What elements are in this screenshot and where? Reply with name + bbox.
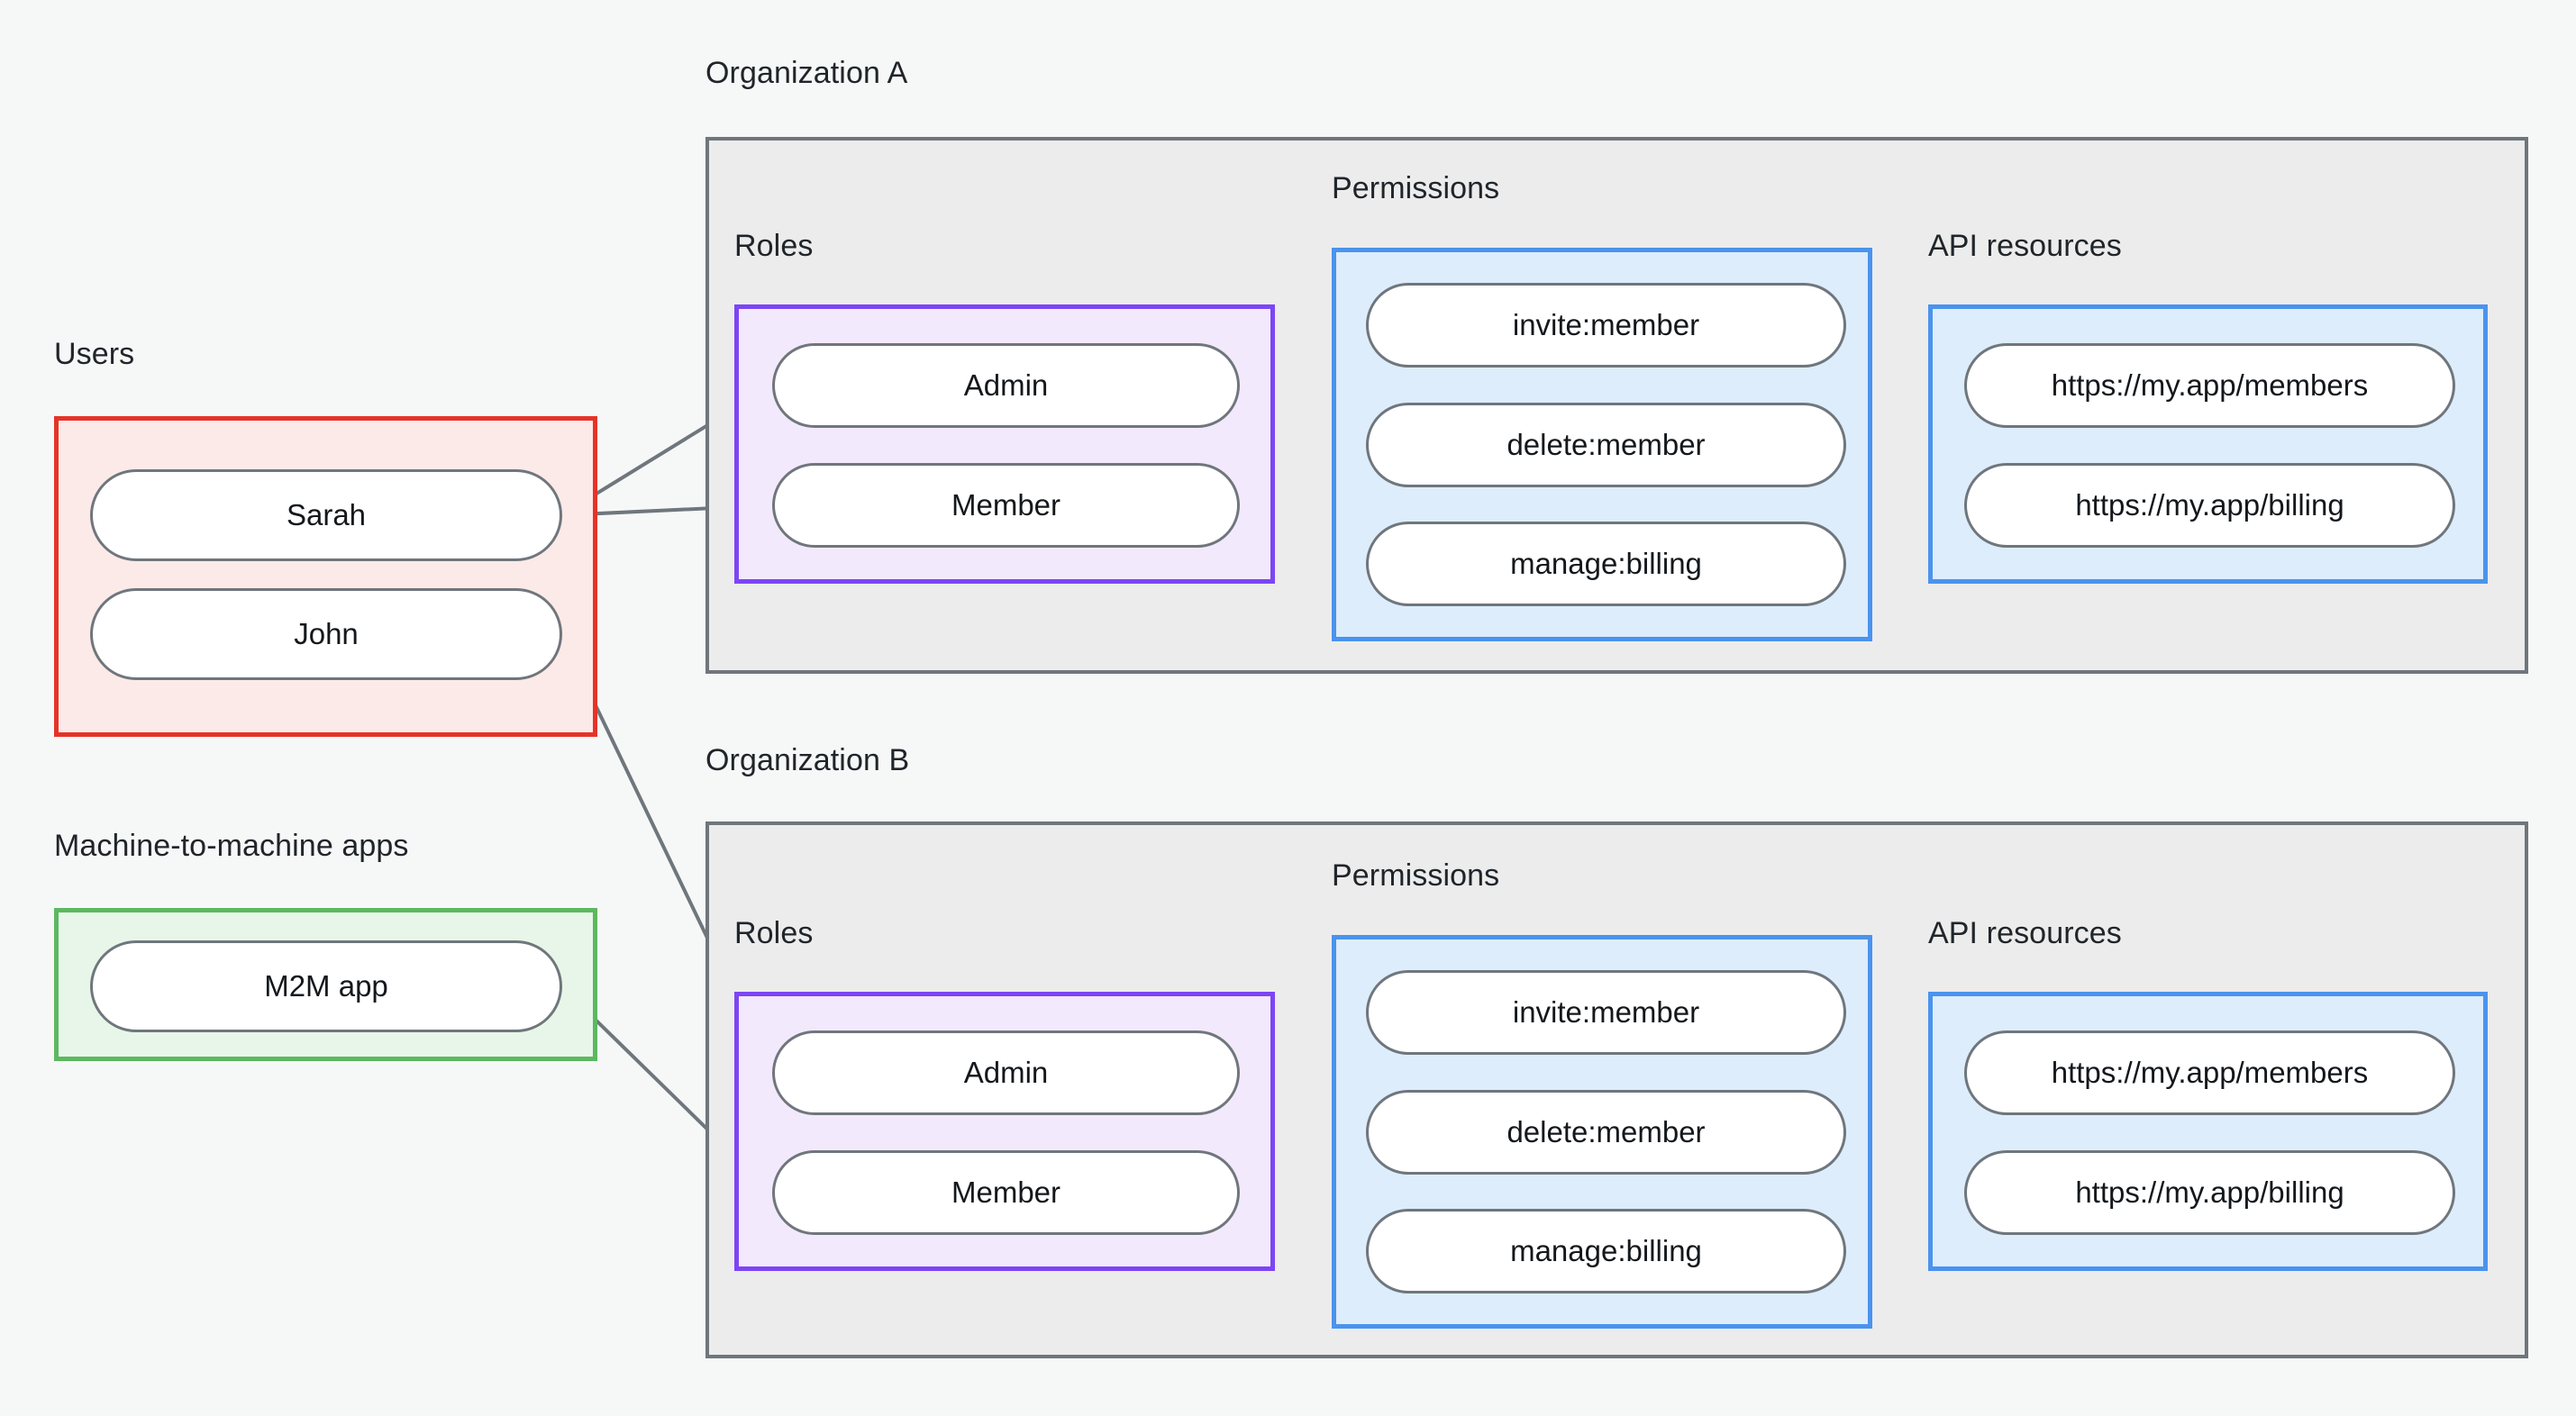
org-a-permission-pill-invite-member[interactable]: invite:member [1366,283,1846,368]
user-pill-john[interactable]: John [90,588,562,680]
m2m-caption: Machine-to-machine apps [54,829,409,863]
org-b-roles-caption: Roles [734,916,814,950]
org-a-permissions-caption: Permissions [1332,171,1500,205]
org-b-api-pill-members[interactable]: https://my.app/members [1964,1030,2455,1115]
org-a-permission-pill-manage-billing[interactable]: manage:billing [1366,522,1846,606]
users-group [54,416,597,737]
users-caption: Users [54,337,135,371]
org-a-permission-pill-delete-member[interactable]: delete:member [1366,403,1846,487]
org-a-api-caption: API resources [1928,229,2122,263]
org-a-caption: Organization A [705,56,908,90]
org-b-role-pill-admin[interactable]: Admin [772,1030,1240,1115]
m2m-pill-app[interactable]: M2M app [90,940,562,1032]
org-b-role-pill-member[interactable]: Member [772,1150,1240,1235]
org-a-roles-caption: Roles [734,229,814,263]
org-a-role-pill-admin[interactable]: Admin [772,343,1240,428]
org-a-api-pill-members[interactable]: https://my.app/members [1964,343,2455,428]
org-b-api-caption: API resources [1928,916,2122,950]
org-b-permission-pill-invite-member[interactable]: invite:member [1366,970,1846,1055]
org-a-api-pill-billing[interactable]: https://my.app/billing [1964,463,2455,548]
user-pill-sarah[interactable]: Sarah [90,469,562,561]
org-b-permissions-caption: Permissions [1332,858,1500,893]
org-b-api-pill-billing[interactable]: https://my.app/billing [1964,1150,2455,1235]
org-b-caption: Organization B [705,743,910,777]
org-b-permission-pill-delete-member[interactable]: delete:member [1366,1090,1846,1175]
org-b-permission-pill-manage-billing[interactable]: manage:billing [1366,1209,1846,1293]
org-a-role-pill-member[interactable]: Member [772,463,1240,548]
